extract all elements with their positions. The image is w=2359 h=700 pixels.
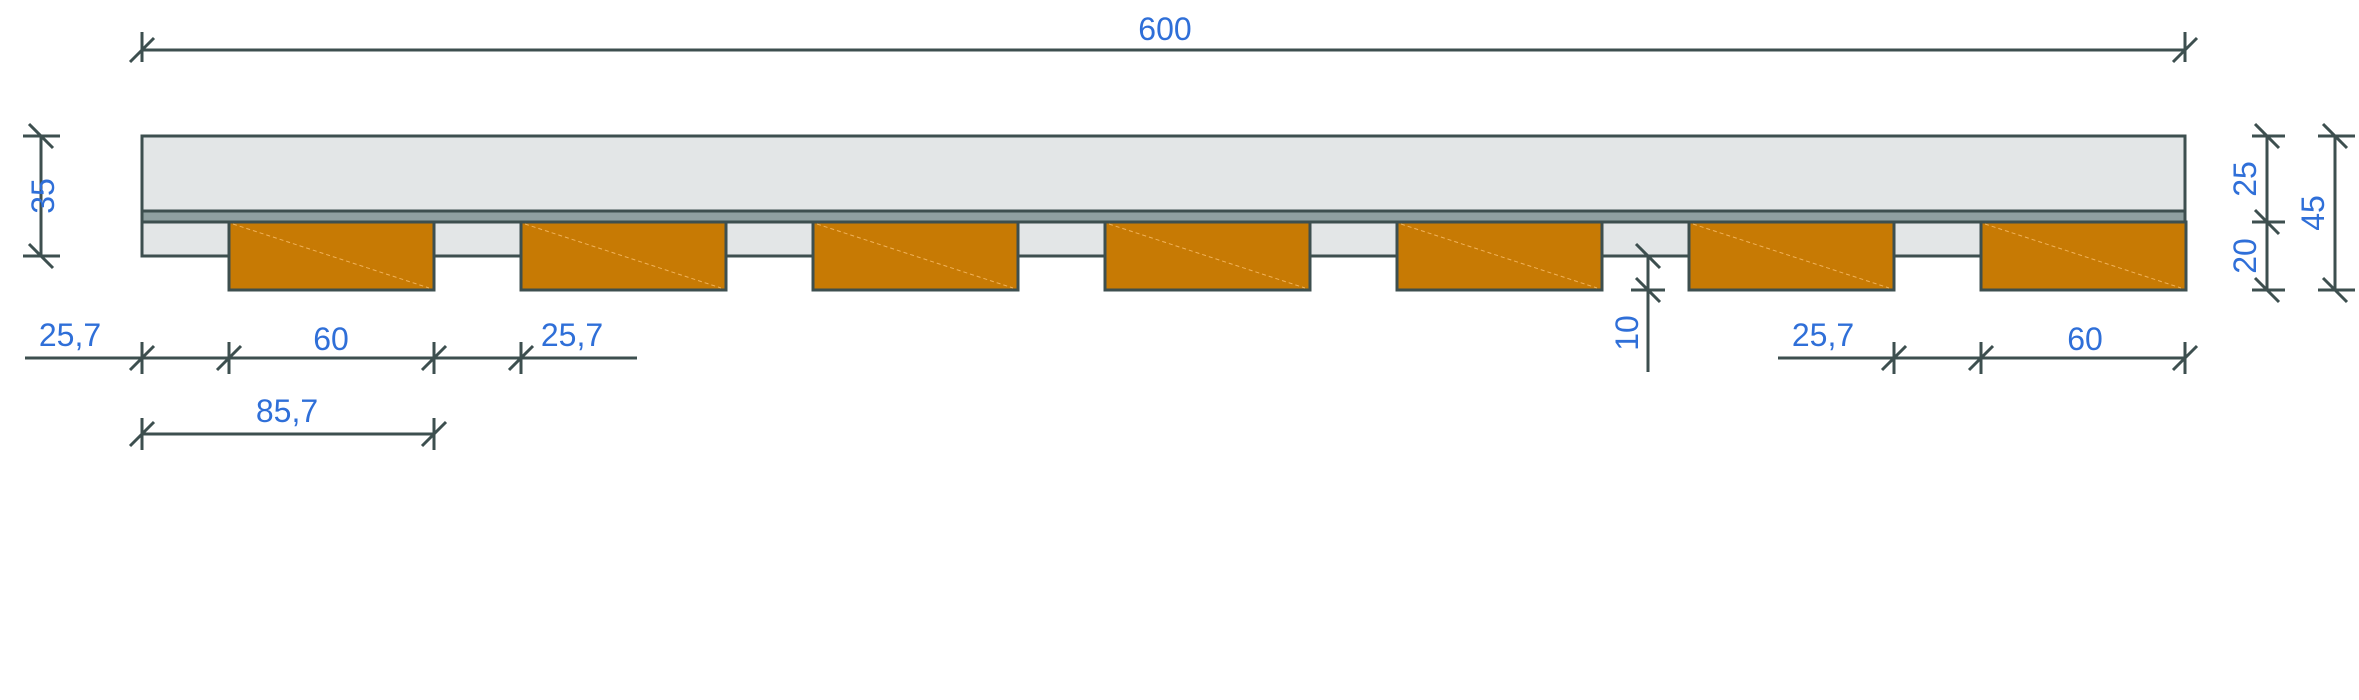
dimension-label: 600 [1138, 11, 1191, 47]
dimension-pitch: 85,7 [128, 393, 448, 450]
dimension-chain-left: 25,7 60 25,7 [25, 317, 637, 374]
dimension-label: 20 [2227, 238, 2263, 274]
dimension-label: 45 [2295, 195, 2331, 231]
dimension-label: 60 [2067, 321, 2103, 357]
batten [1395, 220, 1604, 292]
batten [1979, 220, 2188, 292]
panel-felt-strip [140, 209, 2187, 224]
dimension-label: 35 [25, 178, 61, 214]
batten-grain-line [1400, 223, 1598, 289]
batten [1687, 220, 1896, 292]
batten [811, 220, 1020, 292]
batten [1103, 220, 1312, 292]
batten-grain-line [524, 223, 722, 289]
batten [227, 220, 436, 292]
dimension-right-thickness: 25 20 [2227, 122, 2285, 304]
dimension-label: 25 [2227, 161, 2263, 197]
panel-top-board [140, 134, 2187, 213]
batten-grain-line [1692, 223, 1890, 289]
dimension-label: 25,7 [39, 317, 101, 353]
dimension-label: 85,7 [256, 393, 318, 429]
batten-grain-line [816, 223, 1014, 289]
dimension-label: 25,7 [541, 317, 603, 353]
dimension-chain-right: 25,7 60 [1778, 317, 2199, 374]
dimension-left-height: 35 [23, 122, 61, 270]
dimension-batten-gap: 10 [1609, 242, 1665, 372]
battens [227, 220, 2188, 292]
dimension-right-total: 45 [2295, 122, 2355, 304]
batten-grain-line [232, 223, 430, 289]
batten-grain-line [1984, 223, 2182, 289]
batten [519, 220, 728, 292]
dimension-label: 10 [1609, 315, 1645, 351]
batten-grain-line [1108, 223, 1306, 289]
dimension-label: 60 [313, 321, 349, 357]
dimension-total-width: 600 [128, 11, 2199, 64]
dimension-label: 25,7 [1792, 317, 1854, 353]
